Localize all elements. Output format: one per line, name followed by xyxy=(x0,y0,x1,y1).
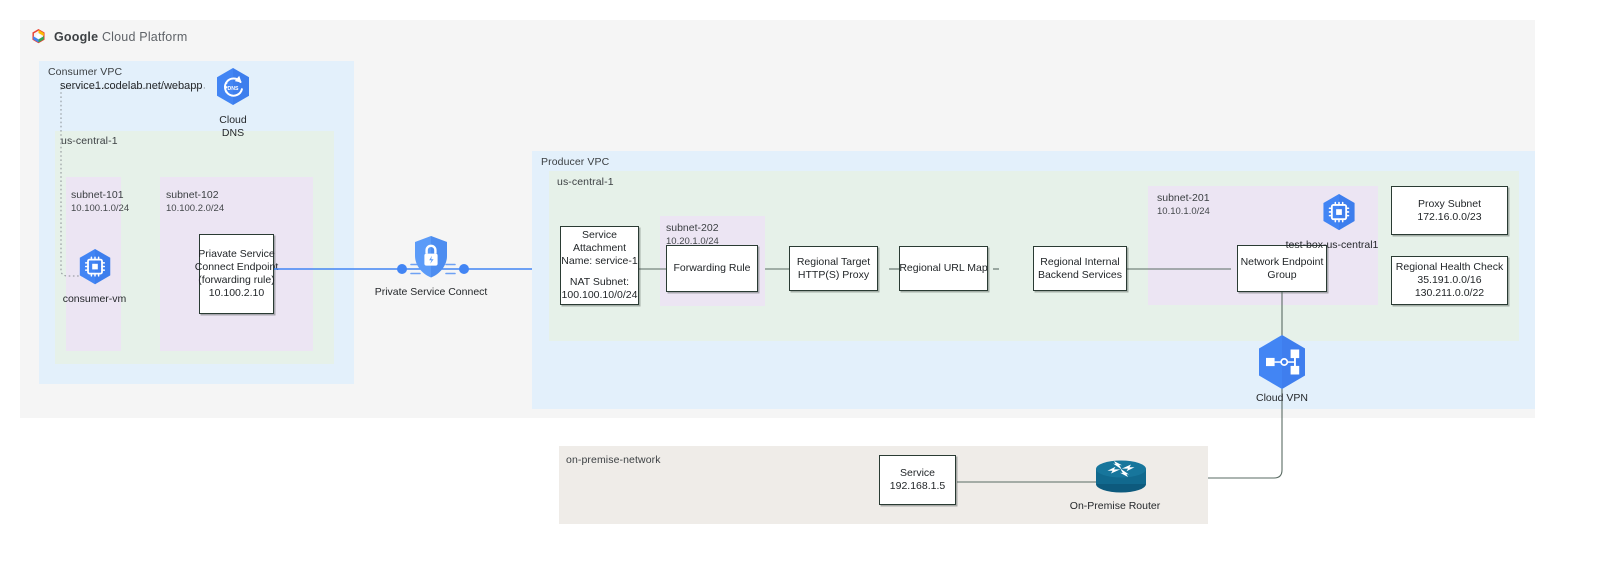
backend-services-line2: Backend Services xyxy=(1037,268,1123,281)
on-premise-router-caption: On-Premise Router xyxy=(1069,500,1161,512)
service-attachment-line2: Attachment xyxy=(572,242,627,254)
proxy-subnet-line1: Proxy Subnet xyxy=(1417,197,1482,210)
private-service-connect-node[interactable]: Private Service Connect xyxy=(375,234,487,299)
service-attachment-line1: Service xyxy=(581,229,617,241)
subnet-101-cidr: 10.100.1.0/24 xyxy=(71,203,130,214)
url-map-label: Regional URL Map xyxy=(899,262,988,274)
health-check-line3: 130.211.0.0/22 xyxy=(1414,287,1485,299)
subnet-202-cidr: 10.20.1.0/24 xyxy=(666,236,719,247)
dns-record-label: service1.codelab.net/webapp xyxy=(60,80,203,92)
cloud-dns-node[interactable]: DNS Cloud DNS xyxy=(203,66,263,140)
subnet-202-caption: subnet-202 10.20.1.0/24 xyxy=(666,222,719,248)
on-premise-service-line1: Service xyxy=(899,467,935,479)
service-attachment-line3: Name: service-1 xyxy=(561,255,638,267)
private-service-connect-caption: Private Service Connect xyxy=(374,286,488,298)
service-attachment-line4: NAT Subnet: xyxy=(569,276,630,288)
on-premise-router-node[interactable]: On-Premise Router xyxy=(1069,458,1161,513)
subnet-102-cidr: 10.100.2.0/24 xyxy=(166,203,225,214)
dns-resolution-path xyxy=(60,87,205,277)
cloud-dns-icon: DNS xyxy=(217,68,249,105)
backend-services-box[interactable]: Regional Internal Backend Services xyxy=(1033,246,1127,291)
psc-endpoint-line4: 10.100.2.10 xyxy=(208,287,265,299)
service-to-router-wire xyxy=(957,481,1097,483)
producer-region-label: us-central-1 xyxy=(557,176,614,188)
cloud-dns-line1: Cloud xyxy=(219,114,247,126)
psc-connection-wire xyxy=(274,263,560,275)
brand-google: Google xyxy=(54,29,99,44)
neg-line2: Group xyxy=(1267,268,1297,281)
health-check-line2: 35.191.0.0/16 xyxy=(1417,274,1482,286)
psc-endpoint-line3: (forwarding rule) xyxy=(198,274,275,286)
backend-services-line1: Regional Internal xyxy=(1040,255,1120,268)
router-icon xyxy=(1096,460,1146,493)
private-service-connect-shield-icon xyxy=(415,236,447,278)
subnet-201-name: subnet-201 xyxy=(1157,192,1210,204)
producer-chain-wires xyxy=(638,268,1231,270)
svg-text:DNS: DNS xyxy=(228,86,239,92)
subnet-102-name: subnet-102 xyxy=(166,189,219,201)
consumer-vpc-label: Consumer VPC xyxy=(48,66,123,78)
consumer-vm-caption: consumer-vm xyxy=(62,293,127,305)
service-attachment-box[interactable]: Service Attachment Name: service-1 NAT S… xyxy=(560,226,639,305)
subnet-202-name: subnet-202 xyxy=(666,222,719,234)
test-box-node[interactable]: test-box-us-central1 xyxy=(1282,192,1382,252)
subnet-201-cidr: 10.10.1.0/24 xyxy=(1157,206,1210,217)
consumer-vm-node[interactable]: consumer-vm xyxy=(63,247,126,306)
producer-vpc-label: Producer VPC xyxy=(541,156,610,168)
psc-endpoint-line1: Priavate Service xyxy=(198,248,275,260)
on-premise-service-box[interactable]: Service 192.168.1.5 xyxy=(879,455,956,505)
google-cloud-platform-logo: Google Cloud Platform xyxy=(30,28,187,45)
cloud-vpn-icon xyxy=(1259,335,1305,389)
service-attachment-line5: 100.100.10/0/24 xyxy=(561,289,638,301)
target-proxy-line1: Regional Target xyxy=(796,255,871,268)
on-premise-network-label: on-premise-network xyxy=(566,454,661,466)
regional-target-proxy-box[interactable]: Regional Target HTTP(S) Proxy xyxy=(789,246,878,291)
brand-cloud-platform: Cloud Platform xyxy=(101,29,188,44)
subnet-101-caption: subnet-101 10.100.1.0/24 xyxy=(71,189,129,215)
neg-line1: Network Endpoint xyxy=(1240,255,1324,268)
consumer-region-label: us-central-1 xyxy=(61,135,118,147)
compute-vm-icon xyxy=(1322,194,1355,231)
on-premise-service-line2: 192.168.1.5 xyxy=(889,480,946,492)
network-endpoint-group-box[interactable]: Network Endpoint Group xyxy=(1237,245,1327,292)
subnet-101-name: subnet-101 xyxy=(71,189,124,201)
compute-vm-icon xyxy=(79,249,110,285)
regional-url-map-box[interactable]: Regional URL Map xyxy=(899,246,988,291)
psc-endpoint-line2: Connect Endpoint xyxy=(194,261,279,273)
subnet-201-caption: subnet-201 10.10.1.0/24 xyxy=(1157,192,1210,218)
cloud-dns-caption: Cloud DNS xyxy=(219,114,246,140)
target-proxy-line2: HTTP(S) Proxy xyxy=(797,268,870,281)
gcp-hexagon-icon xyxy=(32,28,45,44)
regional-health-check-box[interactable]: Regional Health Check 35.191.0.0/16 130.… xyxy=(1391,256,1508,305)
cloud-dns-line2: DNS xyxy=(221,127,245,139)
psc-endpoint-box[interactable]: Priavate Service Connect Endpoint (forwa… xyxy=(195,234,278,314)
proxy-subnet-line2: 172.16.0.0/23 xyxy=(1417,210,1482,223)
vpn-to-onprem-wire xyxy=(1110,292,1283,479)
cloud-vpn-caption: Cloud VPN xyxy=(1256,392,1308,404)
health-check-line1: Regional Health Check xyxy=(1395,261,1504,273)
proxy-subnet-box[interactable]: Proxy Subnet 172.16.0.0/23 xyxy=(1391,186,1508,235)
gcp-wordmark: Google Cloud Platform xyxy=(54,30,187,44)
cloud-vpn-node[interactable]: Cloud VPN xyxy=(1252,333,1312,405)
test-box-caption: test-box-us-central1 xyxy=(1285,239,1379,251)
subnet-102-caption: subnet-102 10.100.2.0/24 xyxy=(166,189,224,215)
forwarding-rule-label: Forwarding Rule xyxy=(673,262,751,274)
forwarding-rule-box[interactable]: Forwarding Rule xyxy=(666,245,758,292)
